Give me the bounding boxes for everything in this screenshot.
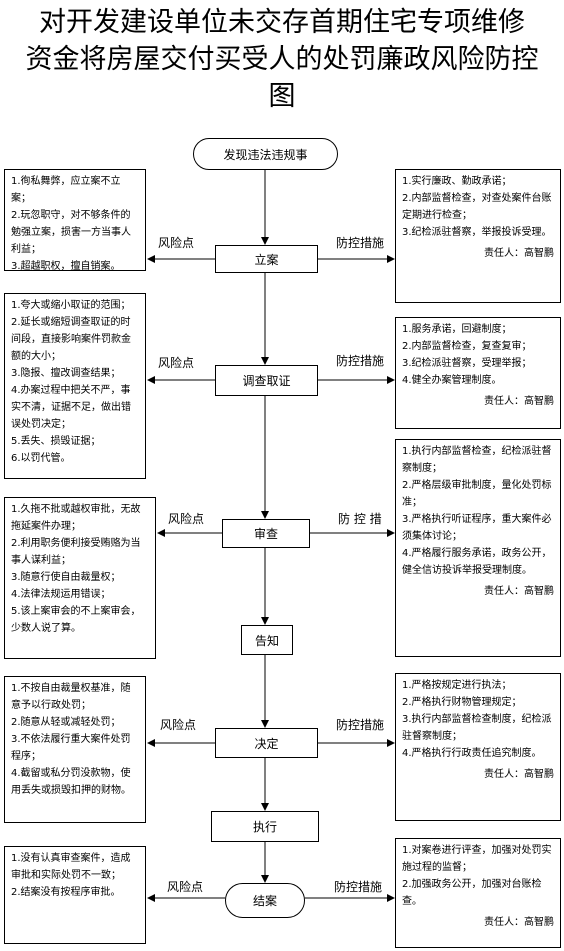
stage-label: 调查取证 [242, 374, 291, 388]
stage-label: 审查 [253, 527, 278, 541]
measure-item: 2.内部监督检查，复查复审； [402, 341, 532, 352]
risk-item: 1.不按自由裁量权基准，随意予以行政处罚； [11, 683, 131, 711]
risk-label-5: 风险点 [160, 718, 197, 732]
risk-label-7: 风险点 [167, 880, 204, 894]
measure-box-diaocha: 1.服务承诺，回避制度； 2.内部监督检查，复查复审； 3.纪检派驻督察，受理举… [395, 317, 561, 429]
responsible-person: 责任人：高智鹏 [484, 248, 554, 259]
risk-item: 2.随意从轻或减轻处罚； [11, 717, 121, 728]
measure-item: 3.执行内部监督检查制度，纪检派驻督察制度； [402, 714, 552, 742]
measure-item: 3.纪检派驻督察，举报投诉受理。 [402, 227, 552, 238]
measure-box-jueding: 1.严格按规定进行执法； 2.严格执行财物管理规定； 3.执行内部监督检查制度，… [395, 673, 561, 821]
title-line-3: 图 [268, 81, 296, 112]
risk-label-3: 风险点 [168, 512, 205, 526]
risk-item: 1.徇私舞弊，应立案不立案； [11, 176, 121, 204]
risk-item: 2.玩忽职守，对不够条件的勉强立案，损害一方当事人利益； [11, 210, 131, 255]
measure-box-jiean: 1.对案卷进行评查，加强对处罚实施过程的监督； 2.加强政务公开，加强对台账检查… [395, 838, 561, 948]
measure-box-shencha: 1.执行内部监督检查，纪检派驻督察制度； 2.严格层级审批制度，量化处罚标准； … [395, 439, 561, 657]
risk-item: 3.不依法履行重大案件处罚程序； [11, 734, 131, 762]
risk-item: 2.结案没有按程序审批。 [11, 887, 121, 898]
measure-item: 3.严格执行听证程序，重大案件必须集体讨论； [402, 514, 552, 542]
title-line-1: 对开发建设单位未交存首期住宅专项维修 [39, 7, 525, 38]
responsible-person: 责任人：高智鹏 [484, 917, 554, 928]
risk-label-1: 风险点 [158, 236, 195, 250]
stage-label: 立案 [254, 252, 279, 267]
stage-node-jueding: 决定 [215, 728, 318, 758]
risk-label-2: 风险点 [158, 356, 195, 370]
risk-box-jiean: 1.没有认真审查案件，造成审批和实际处罚不一致； 2.结案没有按程序审批。 [4, 846, 146, 944]
risk-item: 1.久拖不批或越权审批，无故拖延案件办理； [11, 504, 141, 532]
risk-item: 1.没有认真审查案件，造成审批和实际处罚不一致； [11, 853, 131, 881]
stage-label: 决定 [254, 736, 279, 751]
risk-box-jueding: 1.不按自由裁量权基准，随意予以行政处罚； 2.随意从轻或减轻处罚； 3.不依法… [4, 676, 146, 823]
risk-box-lian: 1.徇私舞弊，应立案不立案； 2.玩忽职守，对不够条件的勉强立案，损害一方当事人… [4, 169, 146, 272]
diagram-title: 对开发建设单位未交存首期住宅专项维修 资金将房屋交付买受人的处罚廉政风险防控 图 [0, 4, 564, 115]
measure-item: 4.严格执行行政责任追究制度。 [402, 748, 542, 759]
measure-item: 2.严格层级审批制度，量化处罚标准； [402, 480, 552, 508]
risk-item: 5.丢失、损毁证据； [11, 436, 101, 447]
risk-item: 4.办案过程中把关不严，事实不清，证据不足，做出错误处罚决定； [11, 385, 131, 430]
measure-label-1: 防控措施 [336, 236, 385, 250]
measure-box-lian: 1.实行廉政、勤政承诺； 2.内部监督检查，对查处案件台账定期进行检查； 3.纪… [395, 169, 561, 303]
risk-item: 2.延长或缩短调查取证的时间段，直接影响案件罚款金额的大小； [11, 317, 131, 362]
risk-item: 4.法律法规运用错误； [11, 589, 111, 600]
risk-item: 3.随意行使自由裁量权； [11, 572, 121, 583]
measure-label-2: 防控措施 [336, 354, 385, 368]
measure-item: 1.服务承诺，回避制度； [402, 324, 512, 335]
risk-item: 2.利用职务便利接受贿赂为当事人谋利益； [11, 538, 141, 566]
risk-item: 3.隐报、擅改调查结果； [11, 368, 121, 379]
measure-item: 2.内部监督检查，对查处案件台账定期进行检查； [402, 193, 552, 221]
measure-item: 1.对案卷进行评查，加强对处罚实施过程的监督； [402, 845, 552, 873]
risk-box-diaocha: 1.夸大或缩小取证的范围； 2.延长或缩短调查取证的时间段，直接影响案件罚款金额… [4, 293, 146, 479]
measure-item: 1.严格按规定进行执法； [402, 680, 512, 691]
risk-item: 4.截留或私分罚没款物，使用丢失或损毁扣押的财物。 [11, 768, 131, 796]
responsible-person: 责任人：高智鹏 [484, 396, 554, 407]
responsible-person: 责任人：高智鹏 [484, 586, 554, 597]
stage-node-diaocha: 调查取证 [215, 365, 318, 396]
measure-item: 1.执行内部监督检查，纪检派驻督察制度； [402, 446, 552, 474]
risk-box-shencha: 1.久拖不批或越权审批，无故拖延案件办理； 2.利用职务便利接受贿赂为当事人谋利… [4, 497, 156, 659]
measure-item: 2.严格执行财物管理规定； [402, 697, 522, 708]
risk-item: 5.该上案审会的不上案审会，少数人说了算。 [11, 606, 141, 634]
title-line-2: 资金将房屋交付买受人的处罚廉政风险防控 [25, 44, 539, 75]
stage-label: 执行 [252, 820, 277, 834]
risk-item: 1.夸大或缩小取证的范围； [11, 300, 131, 311]
start-node: 发现违法违规事 [193, 138, 338, 170]
responsible-person: 责任人：高智鹏 [484, 769, 554, 780]
measure-item: 3.纪检派驻督察，受理举报； [402, 358, 532, 369]
risk-item: 6.以罚代管。 [11, 453, 71, 464]
stage-node-shencha: 审查 [222, 519, 310, 548]
stage-node-zhixing: 执行 [211, 811, 319, 842]
stage-label: 结案 [252, 894, 277, 908]
measure-item: 2.加强政务公开，加强对台账检查。 [402, 879, 542, 907]
stage-node-gaozhi: 告知 [241, 625, 293, 655]
stage-node-lian: 立案 [215, 245, 318, 273]
measure-item: 4.健全办案管理制度。 [402, 375, 502, 386]
measure-item: 4.严格履行服务承诺，政务公开，健全信访投诉举报受理制度。 [402, 548, 552, 576]
measure-label-7: 防控措施 [334, 880, 383, 894]
stage-node-jiean: 结案 [225, 883, 305, 918]
measure-label-3: 防 控 措 [338, 512, 382, 526]
start-node-label: 发现违法违规事 [223, 147, 308, 162]
measure-label-5: 防控措施 [336, 718, 385, 732]
risk-item: 3.超越职权，擅自销案。 [11, 261, 121, 272]
stage-label: 告知 [254, 633, 279, 648]
measure-item: 1.实行廉政、勤政承诺； [402, 176, 512, 187]
